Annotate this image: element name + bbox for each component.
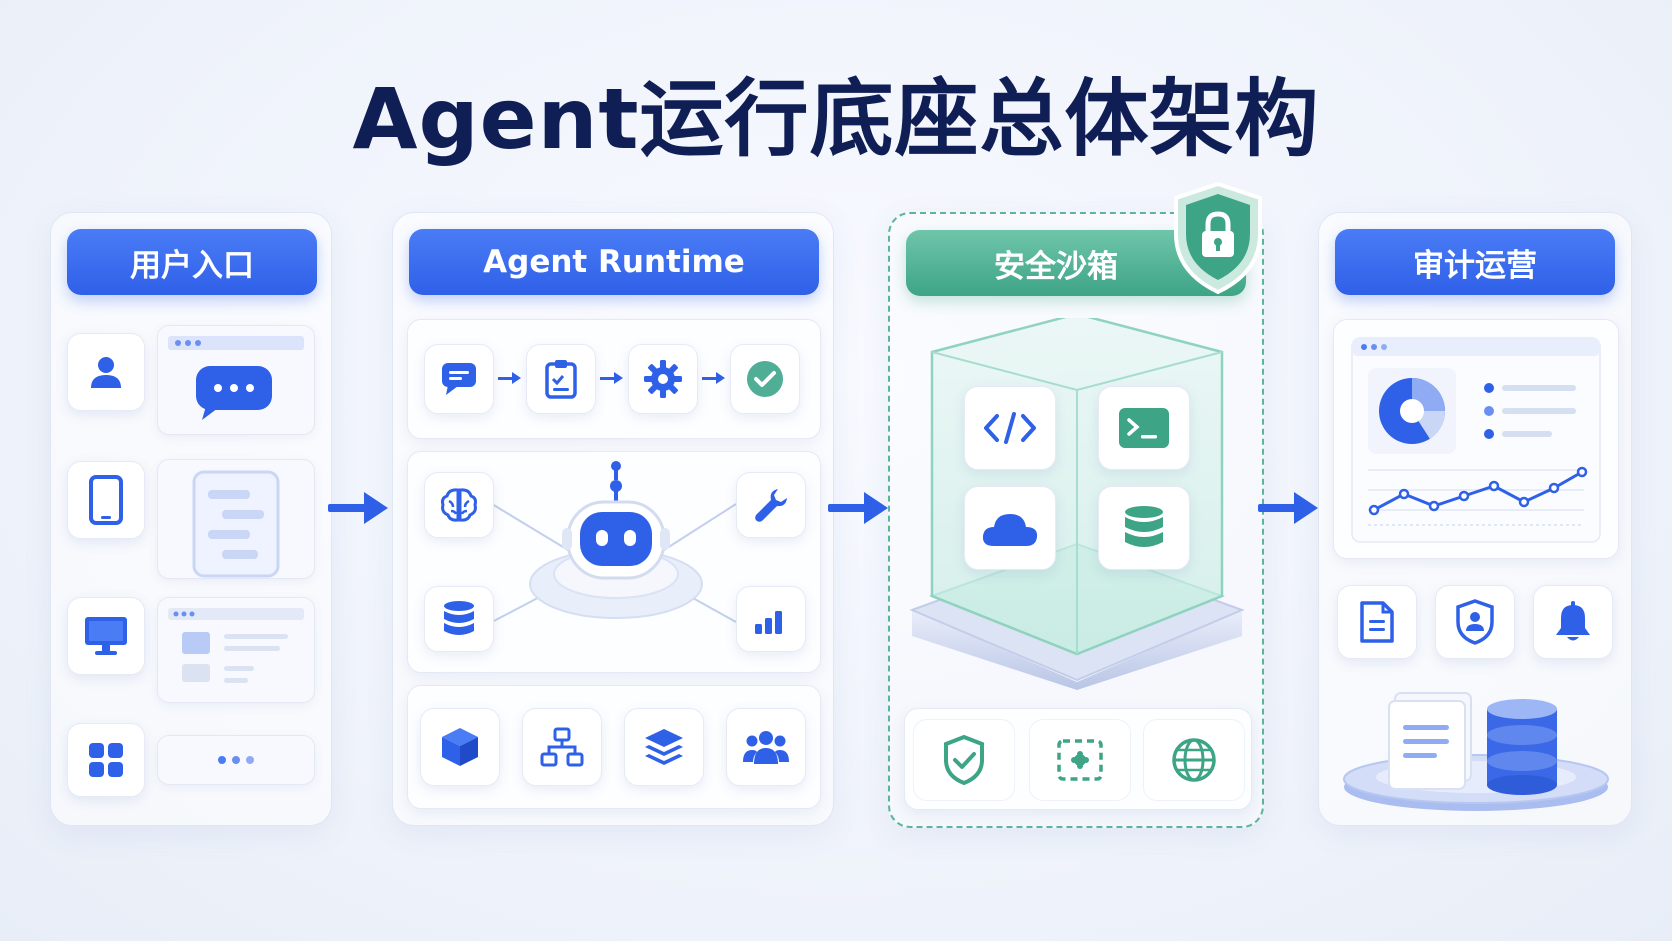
- hierarchy-icon[interactable]: [522, 708, 602, 786]
- message-icon[interactable]: [424, 344, 494, 414]
- user-icon[interactable]: [67, 333, 145, 411]
- audit-header: 审计运营: [1335, 229, 1615, 295]
- pie-chart-icon: [1368, 368, 1456, 454]
- sandbox-header-label: 安全沙箱: [994, 248, 1118, 285]
- flow-arrow-1: [328, 488, 390, 528]
- clipboard-icon[interactable]: [526, 344, 596, 414]
- audit-panel: 审计运营: [1318, 212, 1632, 826]
- runtime-core-card: [407, 451, 821, 673]
- database-icon[interactable]: [424, 586, 494, 652]
- layers-icon[interactable]: [624, 708, 704, 786]
- runtime-panel: Agent Runtime: [392, 212, 834, 826]
- dashed-box-icon[interactable]: [1029, 719, 1131, 801]
- runtime-base-card: [407, 685, 821, 809]
- web-window-card: [157, 597, 315, 703]
- database-icon[interactable]: [1098, 486, 1190, 570]
- app-grid-icon[interactable]: [67, 723, 145, 797]
- runtime-flow-card: [407, 319, 821, 439]
- document-icon[interactable]: [1337, 585, 1417, 659]
- shield-check-icon[interactable]: [913, 719, 1015, 801]
- flow-arrow-c: [702, 372, 725, 384]
- cube-icon[interactable]: [420, 708, 500, 786]
- page-title: Agent运行底座总体架构: [352, 70, 1320, 168]
- terminal-icon[interactable]: [1098, 386, 1190, 470]
- mobile-app-card: [157, 459, 315, 579]
- shield-lock-icon: [1170, 180, 1266, 296]
- bar-chart-icon[interactable]: [736, 586, 806, 652]
- user-entry-panel: 用户入口: [50, 212, 332, 826]
- desktop-monitor-icon[interactable]: [67, 597, 145, 675]
- runtime-header: Agent Runtime: [409, 229, 819, 295]
- cloud-icon[interactable]: [964, 486, 1056, 570]
- bell-icon[interactable]: [1533, 585, 1613, 659]
- sandbox-policy-card: [904, 708, 1252, 810]
- sandbox-cube: [904, 318, 1250, 690]
- flow-arrow-b: [600, 372, 623, 384]
- flow-arrow-a: [498, 372, 521, 384]
- storage-icon: [1331, 687, 1621, 813]
- users-icon[interactable]: [726, 708, 806, 786]
- gear-icon[interactable]: [628, 344, 698, 414]
- flow-arrow-2: [828, 488, 890, 528]
- sandbox-panel: 安全沙箱: [888, 212, 1264, 828]
- chat-window-card: [157, 325, 315, 435]
- brain-icon[interactable]: [424, 472, 494, 538]
- audit-dashboard-card: [1333, 319, 1619, 559]
- mobile-phone-icon[interactable]: [67, 461, 145, 539]
- check-circle-icon[interactable]: [730, 344, 800, 414]
- chat-bubble-icon: [196, 366, 272, 420]
- robot-icon: [556, 452, 676, 602]
- more-entries-card[interactable]: [157, 735, 315, 785]
- user-entry-header: 用户入口: [67, 229, 317, 295]
- flow-arrow-3: [1258, 488, 1320, 528]
- line-chart-icon: [1368, 466, 1588, 526]
- globe-icon[interactable]: [1143, 719, 1245, 801]
- code-icon[interactable]: [964, 386, 1056, 470]
- wrench-icon[interactable]: [736, 472, 806, 538]
- shield-user-icon[interactable]: [1435, 585, 1515, 659]
